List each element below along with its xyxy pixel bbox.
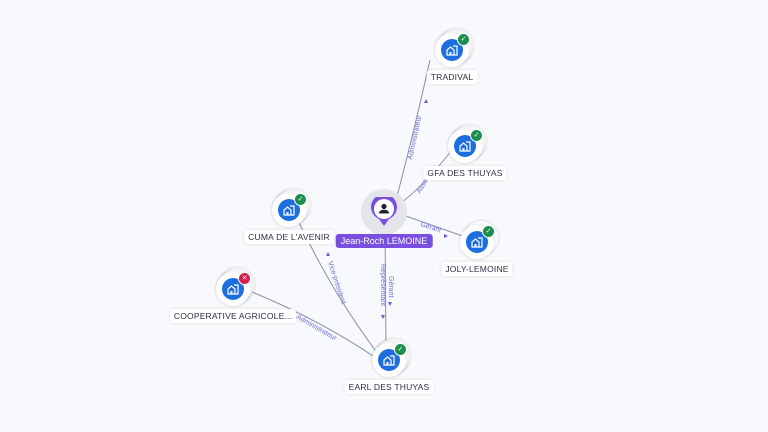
company-icon xyxy=(378,349,400,371)
person-icon xyxy=(381,203,387,210)
arrow-tradival xyxy=(424,99,428,103)
edge-label-vicepresident-cuma: Vice-président xyxy=(326,260,346,305)
active-check-icon: ✓ xyxy=(457,33,470,46)
company-label[interactable]: COOPERATIVE AGRICOLE... xyxy=(169,309,297,323)
arrow-earl-1 xyxy=(388,302,392,306)
company-icon xyxy=(222,278,244,300)
company-label[interactable]: CUMA DE L'AVENIR xyxy=(244,230,334,244)
edge-label-representant-earl: Représentant xyxy=(379,264,386,306)
company-icon xyxy=(454,135,476,157)
person-pin-icon xyxy=(371,197,397,226)
company-icon xyxy=(278,199,300,221)
active-check-icon: ✓ xyxy=(394,343,407,356)
company-label[interactable]: JOLY-LEMOINE xyxy=(441,262,513,276)
active-check-icon: ✓ xyxy=(294,193,307,206)
active-check-icon: ✓ xyxy=(482,225,495,238)
edge-administrateur-coop xyxy=(251,291,377,359)
edge-vicepresident-cuma xyxy=(293,211,379,355)
company-label[interactable]: GFA DES THUYAS xyxy=(423,166,507,180)
company-label[interactable]: EARL DES THUYAS xyxy=(344,380,434,394)
edge-administrateur-tradival xyxy=(395,59,431,201)
company-icon xyxy=(441,39,463,61)
active-check-icon: ✓ xyxy=(470,129,483,142)
edge-label-gerant-joly: Gérant xyxy=(419,221,442,234)
arrow-joly xyxy=(444,234,448,238)
person-name-label[interactable]: Jean-Roch LEMOINE xyxy=(335,234,433,248)
arrow-cuma xyxy=(326,252,330,256)
closed-x-icon: ✕ xyxy=(238,272,251,285)
edge-label-administrateur-tradival: Administrateur xyxy=(407,114,423,160)
company-label[interactable]: TRADIVAL xyxy=(426,70,478,84)
edge-label-gerant-earl: Gérant xyxy=(387,276,394,297)
company-icon xyxy=(466,231,488,253)
edge-label-administrateur-coop: Administrateur xyxy=(295,314,338,343)
arrow-earl-2 xyxy=(381,315,385,319)
edge-gerant-earl xyxy=(384,227,387,353)
